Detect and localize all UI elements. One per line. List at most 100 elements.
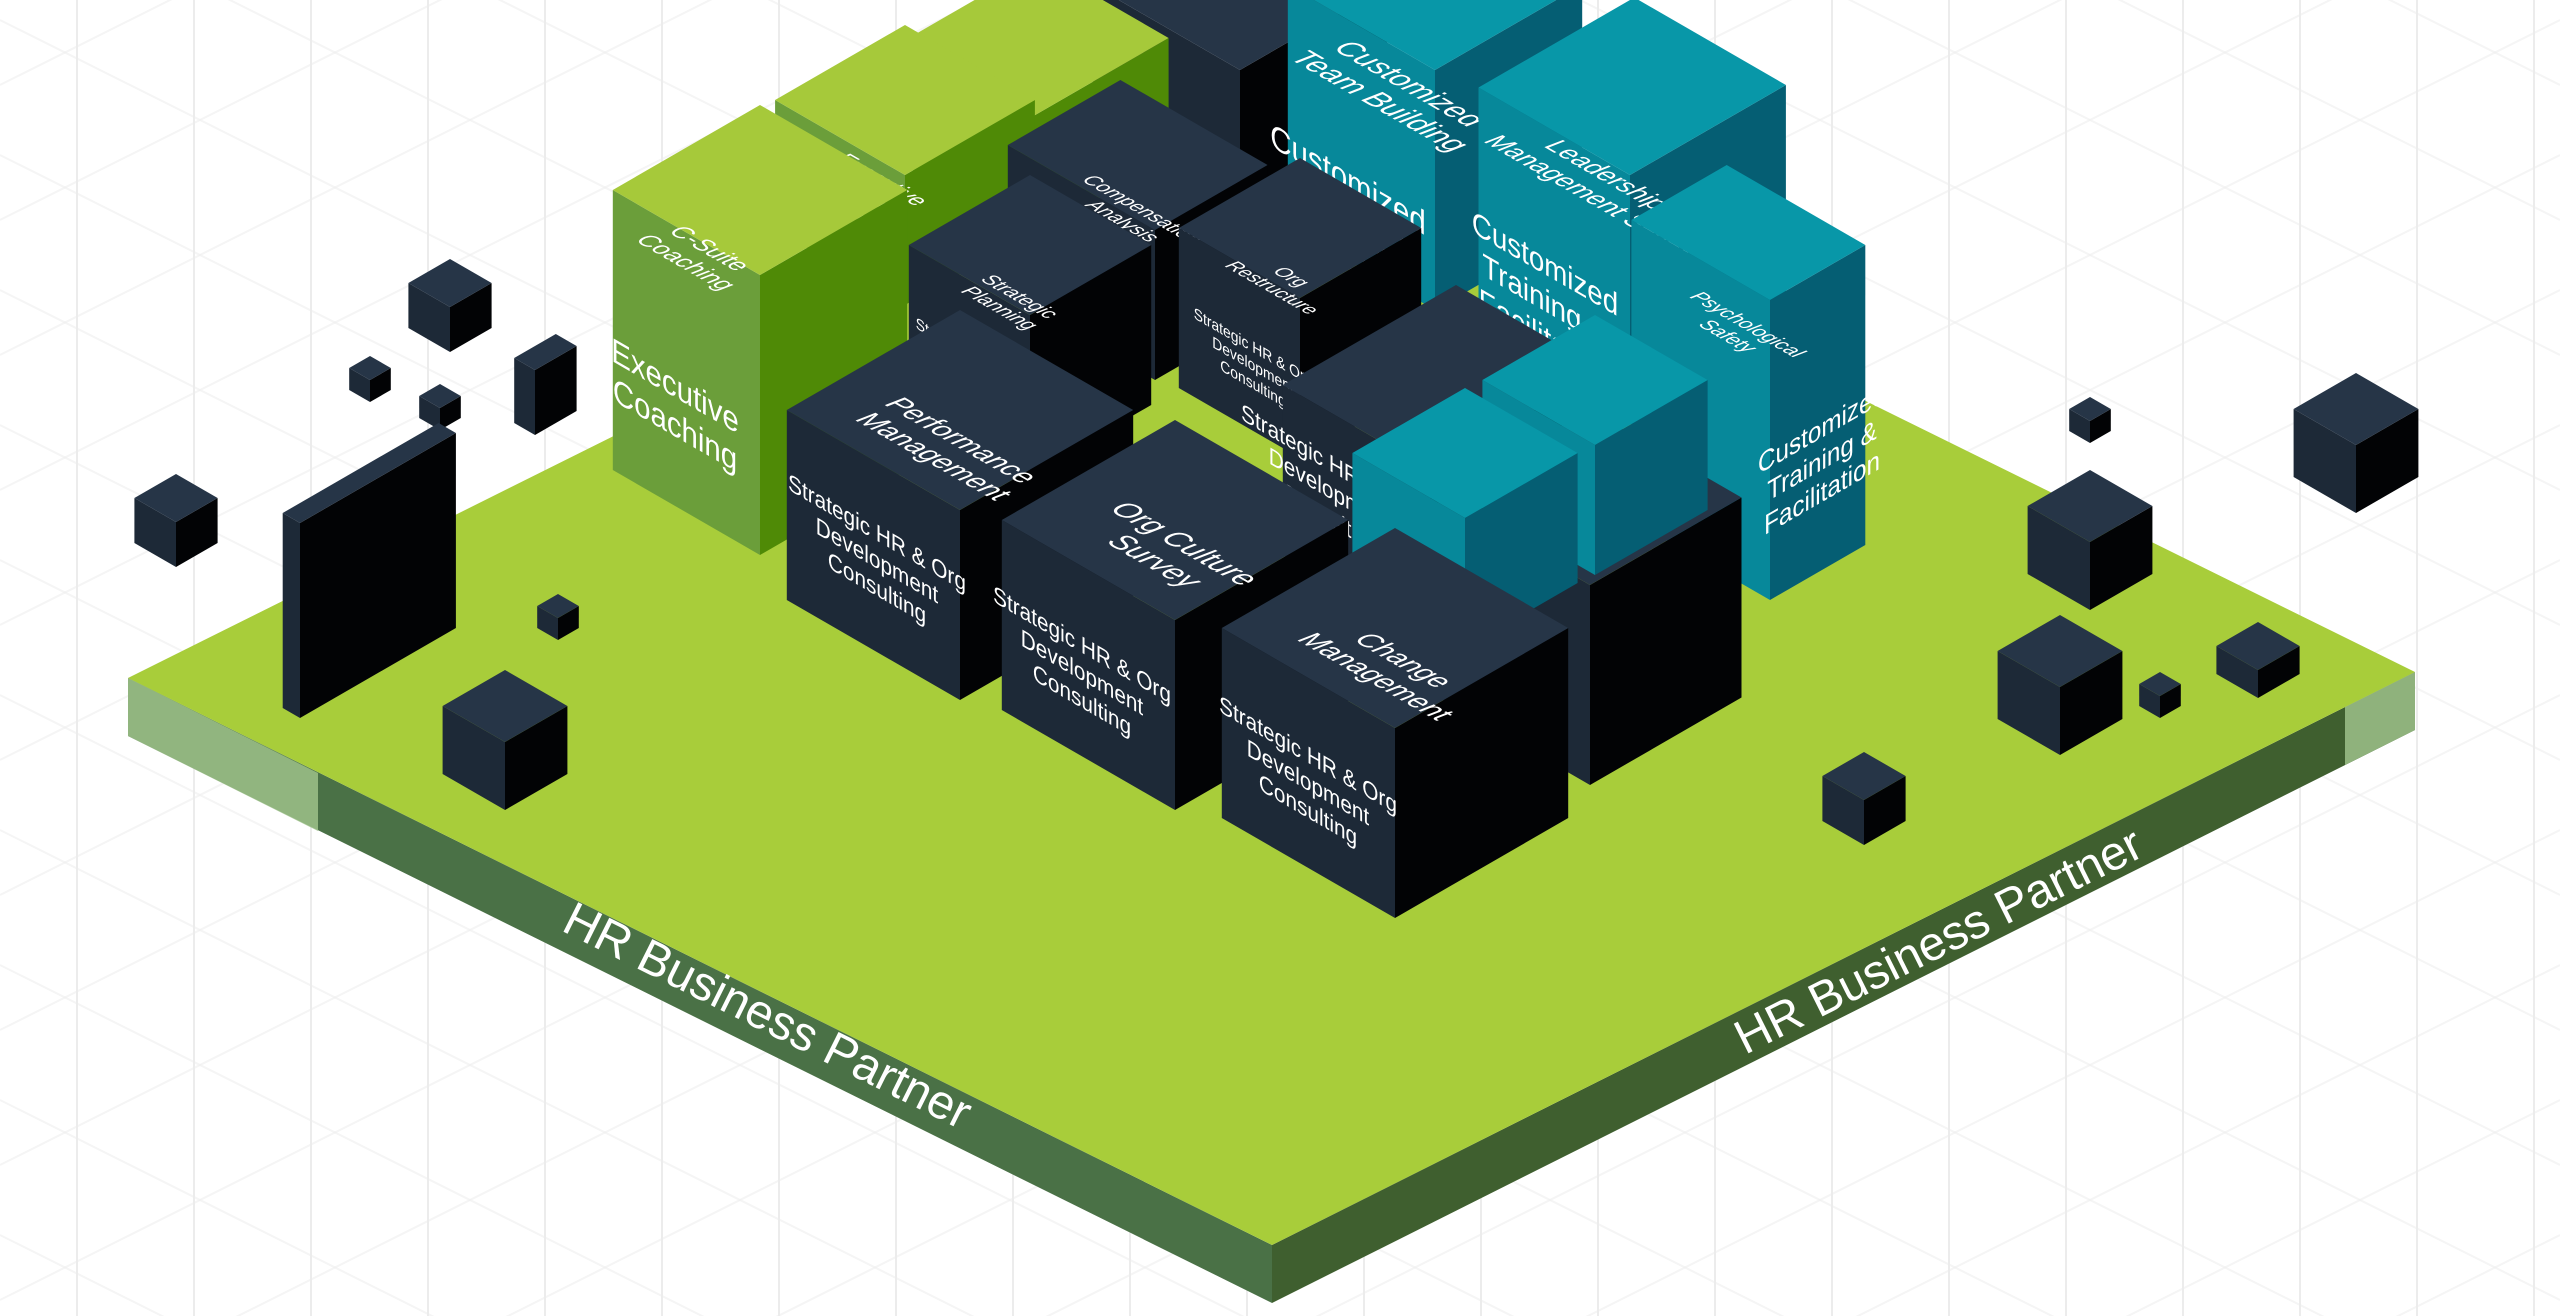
floating-cube [134,474,218,567]
cube-top-face [1482,315,1708,445]
cube-left-face [134,498,176,567]
floating-slab [282,423,456,718]
floating-cube [419,384,461,430]
cube-top-face [408,259,492,307]
floating-cube [2069,397,2111,443]
cube-right-face [2090,409,2111,443]
scattered-cubes [134,259,2419,845]
cube-left-face [2293,409,2356,513]
cube-top-face [2069,397,2111,421]
cube-top-face [1997,615,2123,687]
grid-line [2125,1099,2560,1316]
floating-cube [2293,373,2419,513]
floating-cube [1997,615,2123,755]
cube-top-face [1478,0,1786,175]
floating-cube [349,356,391,402]
floating-cube [1822,752,1906,845]
cube-top-face [775,25,1035,175]
cube-top-face [134,474,218,522]
cube-left-face [2139,684,2160,718]
cube-top-face [1352,388,1578,518]
cube-top-face [1822,752,1906,800]
cube-top-face [1221,528,1569,728]
cube-left-face [1178,228,1300,458]
grid-line [1307,0,2560,626]
cube-right-face [2090,506,2153,610]
cube-right-face [440,396,461,430]
cube-top-face [786,310,1134,510]
cube-left-face [349,368,370,402]
cube-right-face [1395,628,1569,918]
cube-top-face [1007,80,1268,230]
grid-line [0,829,975,1316]
cube-left-face [2027,506,2090,610]
cube-top-face [1631,165,1866,300]
cube-top-face [349,356,391,380]
cube-left-face [1001,520,1175,810]
cube-top-face [282,423,456,523]
cube-top-face [612,105,908,275]
cube-top-face [514,334,577,370]
grid-line [0,0,443,221]
cube-top-face [900,0,1169,118]
cube-top-face [1313,0,1557,70]
cube-left-face [2216,646,2258,698]
floating-cube [537,594,579,640]
cube-right-face [1590,497,1742,785]
cube-right-face [450,283,492,352]
cube-right-face [2258,646,2300,698]
platform-glass-edge [2345,672,2415,765]
floating-cube [408,259,492,352]
cube-top-face [1001,420,1349,620]
cube-left-face [282,513,300,718]
cube-right-face [1595,380,1708,575]
floating-cube [2216,622,2300,698]
service-blocks: ExecutiveTeamCoachingCustomizedTeam Buil… [611,0,1886,918]
cube-right-face [370,368,391,402]
grid-line [0,1099,435,1316]
cube-top-face [2293,373,2419,445]
cube-right-face [300,433,456,718]
cube-left-face [1997,651,2060,755]
cube-top-face [2027,470,2153,542]
cube-top-face [419,384,461,408]
cube-top-face [442,670,568,742]
cube-right-face [2356,409,2419,513]
grid-line [1577,0,2560,491]
grid-line [2117,0,2560,221]
cube-left-face [514,358,535,435]
floating-cube [2139,672,2181,718]
cube-left-face [2069,409,2090,443]
cube-left-face [786,410,960,700]
cube-right-face [1770,245,1866,600]
grid-line [0,964,705,1316]
grid-line [0,0,713,356]
block-org-restructure [1178,158,1422,458]
cube-top-face [537,594,579,618]
floating-cube [514,334,577,435]
cube-right-face [558,606,579,640]
platform-left-side [128,678,1272,1303]
cube-right-face [176,498,218,567]
cube-right-face [1864,776,1906,845]
cube-right-face [505,706,568,810]
cube-right-face [2060,651,2123,755]
cube-right-face [2160,684,2181,718]
cube-top-face [1178,158,1422,298]
platform-glass-edge [128,678,318,831]
floating-cube [442,670,568,810]
grid-line [1847,0,2560,356]
cube-left-face [612,190,760,555]
cube-top-face [908,175,1152,315]
cube-left-face [1822,776,1864,845]
grid-line [1315,694,2560,1316]
block-change-mgmt [1221,528,1569,918]
cube-left-face [537,606,558,640]
cube-top-face [1282,285,1604,470]
grid-line [1585,829,2560,1316]
grid-line [1855,964,2560,1316]
grid-line [0,694,1245,1316]
cube-left-face [442,706,505,810]
cube-left-face [419,396,440,430]
